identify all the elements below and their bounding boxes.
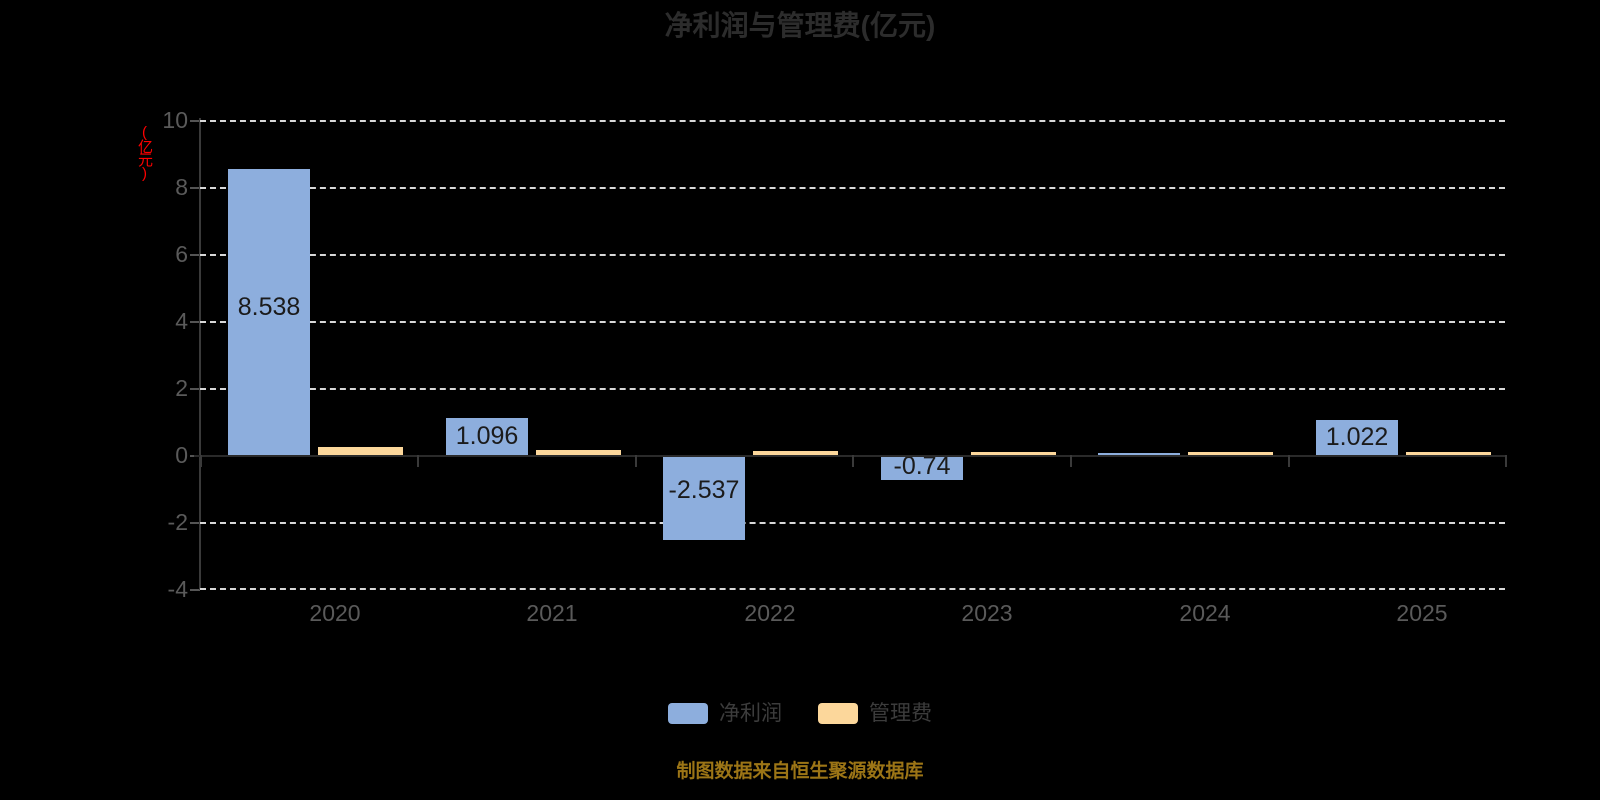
y-axis-line [199,118,201,590]
y-tick-label: -4 [167,576,188,602]
gridline-10 [200,120,1505,122]
bar-admin-2023[interactable] [971,452,1056,455]
x-tick-label-2025: 2025 [1396,600,1448,626]
y-tick-mark [190,321,200,323]
legend-item-net-profit[interactable]: 净利润 [668,703,782,724]
x-tick-mark [1288,455,1290,467]
y-tick-mark [190,187,200,189]
gridline-6 [200,254,1505,256]
gridline-minus4 [200,588,1505,590]
x-tick-mark [1070,455,1072,467]
bar-net-2022[interactable] [663,455,745,540]
plot-area: 8.538 1.096 -2.537 -0.74 1.022 [200,120,1505,590]
y-axis-labels: 10 8 6 4 2 0 -2 -4 [118,0,188,800]
y-tick-mark [190,120,200,122]
bar-net-2025[interactable] [1316,420,1398,455]
legend-item-admin-expense[interactable]: 管理费 [818,703,932,724]
chart-legend: 净利润 管理费 [0,703,1600,724]
y-tick-label: 2 [175,375,188,401]
bar-admin-2020[interactable] [318,447,403,455]
x-tick-label-2024: 2024 [1179,600,1231,626]
bar-net-2023[interactable] [881,455,963,480]
x-tick-mark [417,455,419,467]
bar-value-label-net-2023: -0.74 [893,452,951,480]
x-tick-label-2023: 2023 [961,600,1013,626]
x-axis-line [194,455,1506,457]
y-tick-mark [190,589,200,591]
y-tick-label: 6 [175,241,188,267]
bar-net-2024[interactable] [1098,453,1180,456]
gridline-minus2 [200,522,1505,524]
gridline-2 [200,388,1505,390]
bar-net-2020[interactable] [228,169,310,455]
x-tick-mark [200,455,202,467]
data-source-note: 制图数据来自恒生聚源数据库 [676,761,924,782]
x-tick-mark [852,455,854,467]
y-axis-unit-label: (亿元) [136,124,153,180]
y-tick-mark [190,388,200,390]
bar-net-2021[interactable] [446,418,528,455]
y-tick-label: 0 [175,442,188,468]
bar-value-label-net-2021: 1.096 [455,422,519,450]
y-tick-label: -2 [167,509,188,535]
y-tick-mark [190,522,200,524]
legend-swatch-icon-net-profit [668,703,708,724]
bar-admin-2025[interactable] [1406,452,1491,455]
y-tick-label: 8 [175,174,188,200]
gridline-8 [200,187,1505,189]
x-tick-label-2021: 2021 [526,600,578,626]
bar-admin-2021[interactable] [536,450,621,455]
bar-admin-2022[interactable] [753,451,838,455]
bar-value-label-net-2020: 8.538 [237,293,301,321]
legend-label-net-profit: 净利润 [719,702,782,725]
x-tick-mark [1505,455,1507,467]
y-tick-mark [190,254,200,256]
x-tick-label-2022: 2022 [744,600,796,626]
y-tick-label: 4 [175,308,188,334]
gridline-4 [200,321,1505,323]
bar-admin-2024[interactable] [1188,452,1273,455]
x-tick-mark [635,455,637,467]
bar-value-label-net-2025: 1.022 [1325,423,1389,451]
legend-swatch-icon-admin-expense [818,703,858,724]
x-tick-label-2020: 2020 [309,600,361,626]
legend-label-admin-expense: 管理费 [869,702,932,725]
y-tick-label: 10 [162,107,188,133]
page-title: 净利润与管理费(亿元) [664,10,936,41]
bar-value-label-net-2022: -2.537 [668,476,740,504]
